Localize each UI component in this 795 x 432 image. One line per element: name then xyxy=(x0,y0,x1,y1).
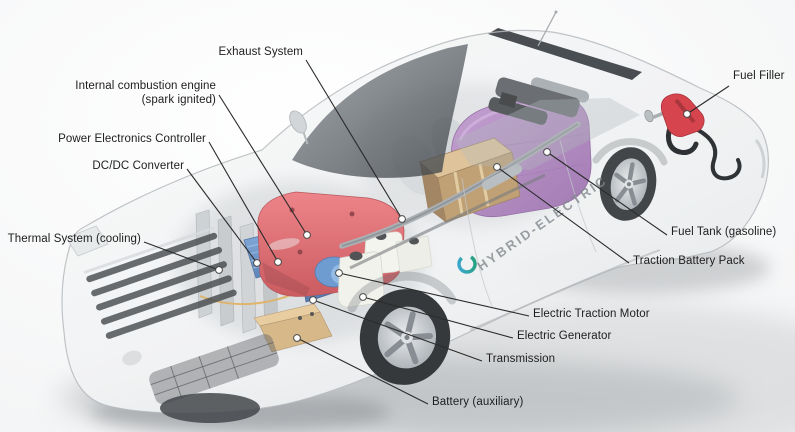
side-glass xyxy=(455,98,640,170)
fog-light xyxy=(122,350,142,366)
callout-dot-dc-dc-converter xyxy=(253,259,261,267)
leader-dots xyxy=(215,110,691,342)
callout-dot-traction-battery-pack xyxy=(493,163,501,171)
callout-line-battery-auxiliary xyxy=(296,337,429,405)
tail-light xyxy=(754,139,766,179)
callout-line-power-electronics-controller xyxy=(208,141,279,263)
callout-dot-electric-traction-motor xyxy=(335,269,343,277)
callout-dot-electric-generator xyxy=(359,293,367,301)
auxiliary-battery xyxy=(253,303,333,353)
callout-line-traction-battery-pack xyxy=(496,166,630,264)
callout-line-exhaust-system xyxy=(305,59,403,220)
callout-line-transmission xyxy=(312,299,483,362)
front-wheel xyxy=(359,289,451,385)
exhaust-pipe xyxy=(339,121,581,270)
rear-wheel xyxy=(599,147,657,221)
front-grille xyxy=(83,226,237,339)
sunroof-stripe xyxy=(488,28,642,80)
callout-dot-internal-combustion-engine xyxy=(303,231,311,239)
callout-line-internal-combustion-engine xyxy=(218,94,308,236)
leader-lines xyxy=(143,59,730,405)
windshield xyxy=(292,44,468,178)
callout-dot-thermal-system xyxy=(215,266,223,274)
callout-dot-transmission xyxy=(309,296,317,304)
callout-line-electric-generator xyxy=(362,296,514,339)
callout-dot-fuel-filler xyxy=(683,110,691,118)
callout-line-thermal-system xyxy=(143,241,220,271)
callout-line-electric-traction-motor xyxy=(338,272,530,317)
rear-wheel-arch xyxy=(592,138,668,166)
far-front-tire xyxy=(160,393,260,423)
antenna xyxy=(537,10,558,47)
rear-machinery xyxy=(488,77,590,125)
callout-dot-battery-auxiliary xyxy=(293,334,301,342)
fuel-hose xyxy=(696,128,742,181)
headlight xyxy=(65,225,109,257)
callout-line-fuel-filler xyxy=(686,85,730,115)
callout-dot-power-electronics-controller xyxy=(274,258,282,266)
badge-logo-ring xyxy=(457,254,477,274)
lower-intake xyxy=(149,334,279,405)
body-glass-film xyxy=(62,30,769,414)
callout-line-fuel-tank xyxy=(546,151,668,236)
body-outline xyxy=(61,29,769,414)
callout-dot-fuel-tank xyxy=(543,148,551,156)
callout-dot-exhaust-system xyxy=(398,215,406,223)
callout-line-dc-dc-converter xyxy=(186,168,258,264)
side-mirror xyxy=(289,110,309,145)
